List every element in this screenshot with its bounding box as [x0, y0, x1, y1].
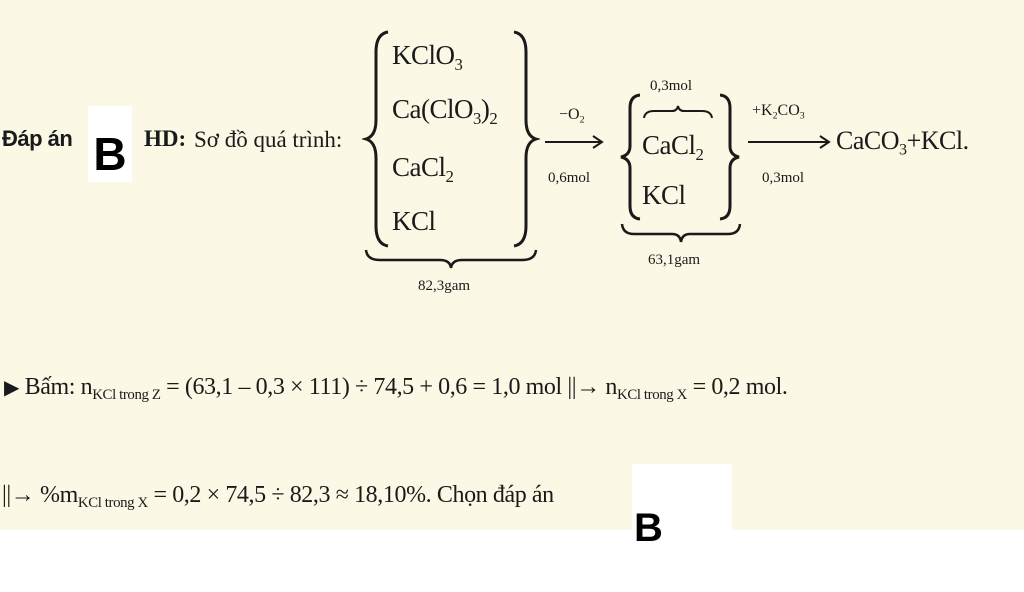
arrow2	[748, 134, 832, 150]
answer-letter-box: B	[88, 106, 132, 182]
solution-panel	[0, 0, 1024, 530]
x-item-caclo3-2: Ca(ClO3)2	[392, 94, 498, 128]
left-brace-z	[618, 92, 644, 222]
final-answer-letter-box: B	[632, 464, 732, 576]
hd-label: HD:	[144, 126, 187, 151]
arrow1-below: 0,6mol	[548, 170, 591, 186]
underbrace-x	[364, 248, 538, 270]
overbrace-z	[642, 104, 714, 120]
calc-line-1: ▶ Bấm: nKCl trong Z = (63,1 – 0,3 × 111)…	[4, 374, 788, 404]
products: CaCO3+KCl.	[836, 126, 969, 159]
play-marker-icon: ▶	[4, 377, 19, 399]
z-item-cacl2: CaCl2	[642, 130, 704, 164]
calc-line-2: ||→ %mKCl trong X = 0,2 × 74,5 ÷ 82,3 ≈ …	[2, 482, 554, 512]
answer-prefix: Đáp án	[2, 126, 73, 151]
x-mass-label: 82,3gam	[418, 278, 471, 294]
x-item-kcl: KCl	[392, 206, 436, 236]
arrow2-below: 0,3mol	[762, 170, 805, 186]
hd-text: Sơ đồ quá trình:	[194, 127, 343, 152]
underbrace-z	[620, 222, 742, 244]
z-top-label: 0,3mol	[650, 78, 693, 94]
left-brace-x	[360, 28, 392, 250]
arrow2-above: +K2CO3	[752, 102, 805, 122]
z-item-kcl: KCl	[642, 180, 686, 210]
arrow1	[545, 134, 605, 150]
right-brace-z	[716, 92, 742, 222]
x-item-kclo3: KClO3	[392, 40, 463, 74]
right-brace-x	[510, 28, 542, 250]
arrow1-above: −O2	[559, 106, 585, 126]
final-answer-letter: B	[634, 506, 663, 550]
answer-letter: B	[93, 128, 127, 180]
z-mass-label: 63,1gam	[648, 252, 701, 268]
x-item-cacl2: CaCl2	[392, 152, 454, 186]
